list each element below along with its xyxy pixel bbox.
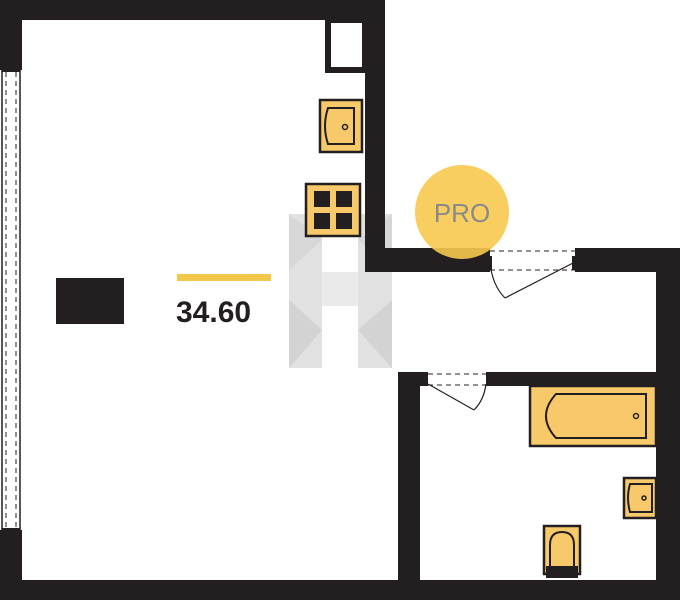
pro-badge: PRO — [415, 165, 509, 259]
area-value: 34.60 — [176, 296, 251, 329]
bathroom-sink-icon — [622, 476, 658, 520]
toilet-icon — [542, 524, 582, 578]
window-icon — [1, 66, 21, 534]
door-swing-icon — [486, 250, 578, 299]
stove-icon — [304, 182, 362, 238]
bathtub-icon — [528, 384, 658, 448]
area-underline — [177, 274, 271, 281]
column-block — [56, 278, 124, 324]
pro-badge-text: PRO — [434, 198, 490, 228]
kitchen-sink-icon — [318, 98, 364, 154]
bathroom-door-swing-icon — [427, 373, 487, 411]
